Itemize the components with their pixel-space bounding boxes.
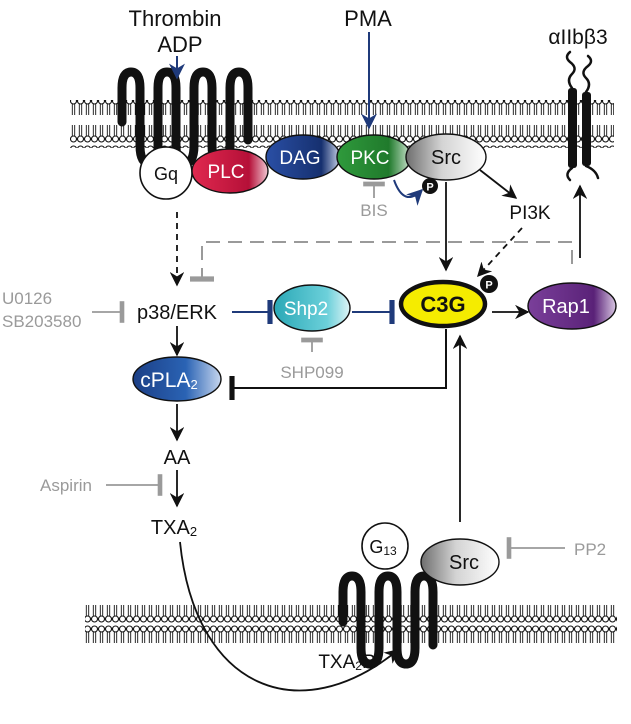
bottom-membrane [85, 597, 617, 645]
aspirin-label: Aspirin [40, 476, 92, 495]
dag-lipid: DAG [265, 134, 341, 180]
thrombin-label: Thrombin [129, 6, 222, 31]
src-to-pi3k-arrow [479, 169, 518, 199]
svg-text:P: P [426, 182, 433, 194]
src-kinase-bottom: Src [420, 538, 500, 586]
rap1-gtpase: Rap1 [527, 282, 617, 330]
bis-label: BIS [360, 201, 387, 220]
svg-text:P: P [485, 280, 492, 292]
rap1-feedback-line [190, 241, 573, 282]
pi3k-to-c3g-arrow [477, 227, 523, 278]
pkc-kinase: PKC [336, 134, 412, 180]
pi3k-label: PI3K [509, 203, 551, 224]
integrin-receptor [565, 50, 600, 182]
svg-text:Src: Src [431, 147, 461, 169]
integrin-label: αIIbβ3 [548, 26, 607, 49]
adp-label: ADP [157, 32, 202, 57]
txa2r-label: TXA2R [318, 652, 375, 673]
shp2-phosphatase: Shp2 [273, 284, 351, 332]
svg-text:PLC: PLC [208, 162, 245, 183]
svg-text:Rap1: Rap1 [542, 296, 590, 318]
p38erk-label: p38/ERK [137, 302, 218, 324]
top-membrane [70, 100, 614, 148]
gpcr-receptor-txa2r [338, 571, 438, 669]
svg-text:Shp2: Shp2 [284, 299, 328, 320]
pma-label: PMA [344, 6, 392, 31]
phospho-badge-src: P [422, 178, 438, 194]
svg-text:Src: Src [449, 552, 479, 574]
c3g-gef: C3G [398, 279, 488, 329]
phospho-badge-c3g: P [480, 275, 498, 293]
cpla2-enzyme: cPLA2 [132, 356, 222, 402]
src-kinase-top: Src [405, 133, 487, 181]
plc-enzyme: PLC [191, 148, 269, 194]
u0126-label: U0126 [2, 289, 52, 308]
aa-label: AA [164, 447, 191, 469]
gq-protein: Gq [139, 146, 193, 200]
svg-text:Gq: Gq [154, 164, 178, 184]
pp2-label: PP2 [574, 540, 606, 559]
g13-protein: G13 [361, 522, 409, 570]
txa2-label: TXA2 [151, 517, 197, 539]
svg-text:G13: G13 [369, 537, 397, 558]
c3g-inhibits-cpla2 [229, 329, 447, 400]
svg-text:C3G: C3G [420, 292, 465, 317]
svg-text:cPLA2: cPLA2 [140, 369, 197, 392]
svg-text:DAG: DAG [279, 148, 320, 169]
sb203580-label: SB203580 [2, 312, 81, 331]
svg-text:PKC: PKC [350, 148, 389, 169]
pkc-to-src-arrow [393, 179, 424, 206]
txa2-to-receptor-arrow [179, 541, 400, 692]
shp099-label: SHP099 [280, 363, 343, 382]
